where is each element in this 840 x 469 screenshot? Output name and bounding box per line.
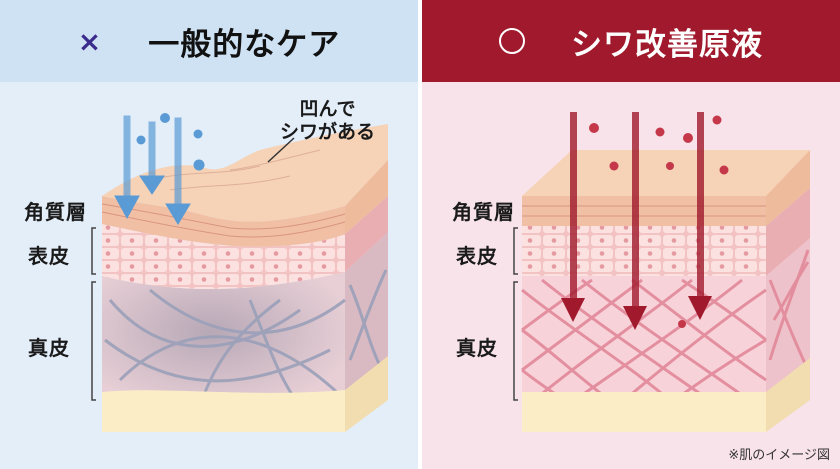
wrinkle-serum-header: シワ改善原液 — [422, 0, 840, 82]
wrinkle-annotation-line-2: シワがある — [280, 121, 376, 143]
skin-illustration-improved — [513, 112, 810, 432]
label-epidermis: 表皮 — [456, 244, 498, 268]
panel-divider — [418, 0, 422, 469]
skin-illustration-wrinkled — [91, 113, 388, 432]
cross-mark-icon: × — [77, 24, 103, 58]
image-footnote: ※肌のイメージ図 — [728, 448, 830, 463]
circle-mark-icon — [499, 28, 525, 54]
general-care-header: × 一般的なケア — [0, 0, 418, 82]
label-stratum-corneum: 角質層 — [452, 200, 515, 224]
wrinkle-annotation-line-1: 凹んで — [299, 98, 356, 120]
general-care-panel: × 一般的なケア — [0, 0, 418, 469]
wrinkle-serum-title: シワ改善原液 — [571, 26, 763, 63]
label-stratum-corneum: 角質層 — [24, 200, 87, 224]
wrinkle-annotation: 凹んで シワがある — [280, 98, 375, 144]
label-epidermis: 表皮 — [28, 244, 70, 268]
label-dermis: 真皮 — [456, 336, 498, 360]
general-care-title: 一般的なケア — [148, 26, 341, 63]
wrinkle-serum-panel: シワ改善原液 — [422, 0, 840, 469]
label-dermis: 真皮 — [28, 336, 70, 360]
